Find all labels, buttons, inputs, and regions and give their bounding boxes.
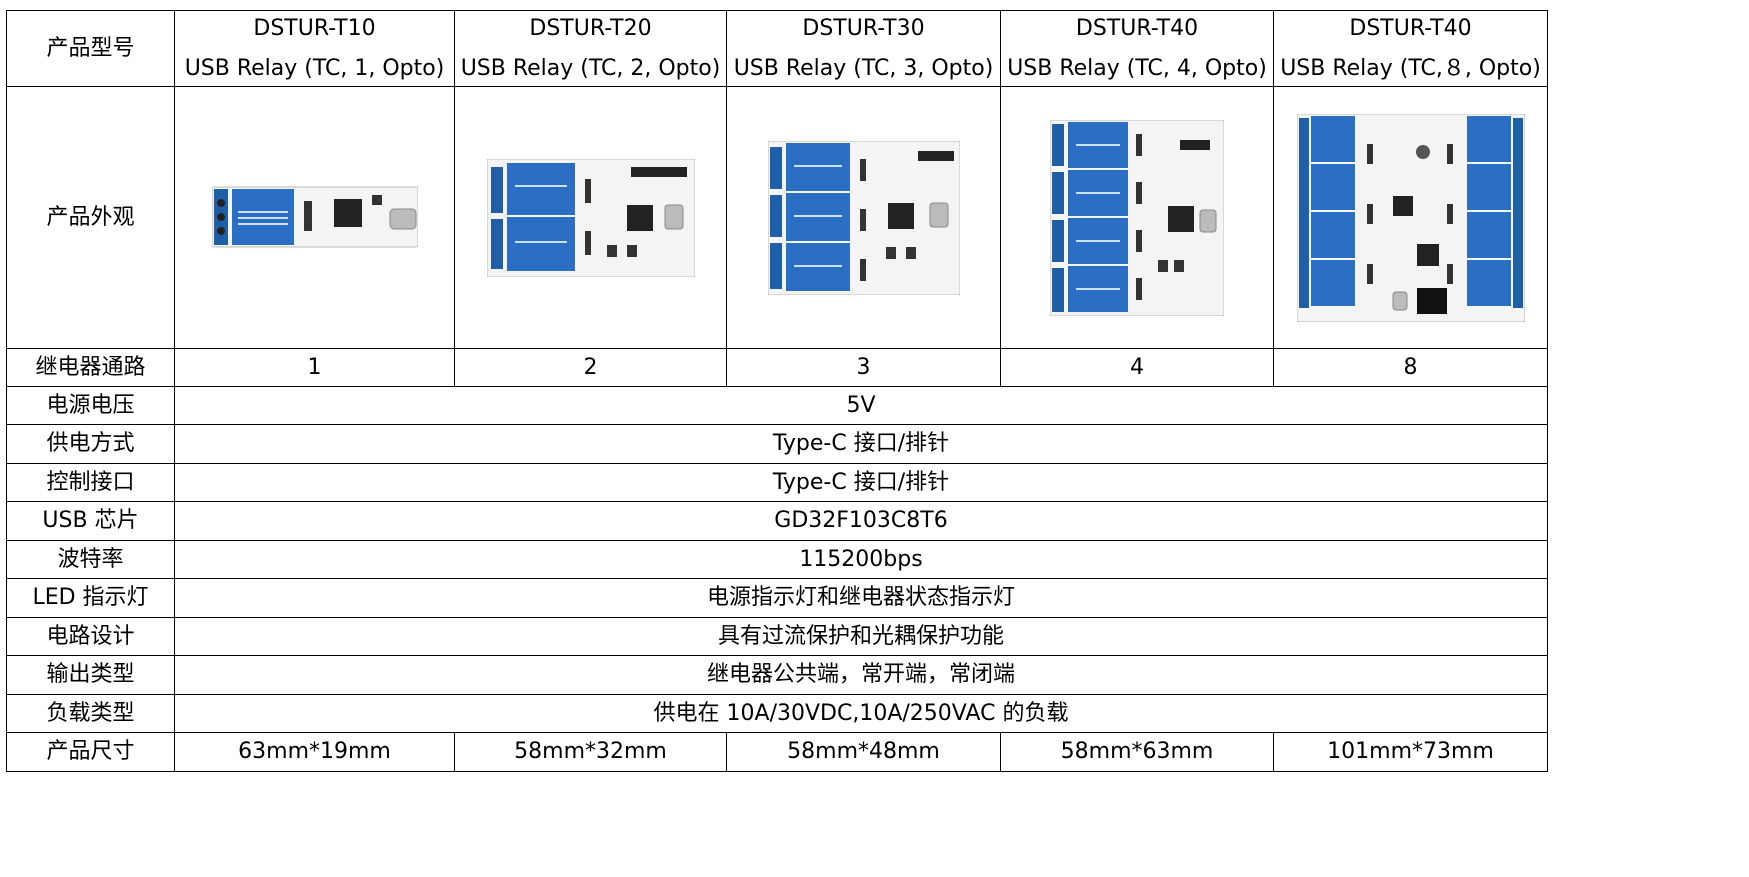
row-label-usb-chip: USB 芯片: [6, 501, 175, 541]
model-name: DSTUR-T30: [802, 16, 925, 41]
row-output-type: 输出类型 继电器公共端，常开端，常闭端: [6, 655, 1548, 695]
size-value: 58mm*32mm: [454, 732, 727, 772]
row-usb-chip: USB 芯片 GD32F103C8T6: [6, 501, 1548, 541]
row-label-model: 产品型号: [6, 10, 175, 87]
row-circuit: 电路设计 具有过流保护和光耦保护功能: [6, 617, 1548, 656]
channels-value: 1: [174, 348, 455, 387]
row-label-size: 产品尺寸: [6, 732, 175, 772]
size-value: 63mm*19mm: [174, 732, 455, 772]
row-led: LED 指示灯 电源指示灯和继电器状态指示灯: [6, 578, 1548, 618]
row-label-appearance: 产品外观: [6, 86, 175, 349]
row-voltage: 电源电压 5V: [6, 386, 1548, 425]
model-desc: USB Relay (TC,８, Opto): [1280, 55, 1541, 81]
channels-value: 4: [1000, 348, 1274, 387]
row-label-circuit: 电路设计: [6, 617, 175, 656]
octal-relay-board-image: [1296, 113, 1525, 322]
row-label-output-type: 输出类型: [6, 655, 175, 695]
model-name: DSTUR-T40: [1075, 16, 1199, 41]
output-type-value: 继电器公共端，常开端，常闭端: [174, 655, 1548, 695]
control-interface-value: Type-C 接口/排针: [174, 463, 1548, 502]
product-image-cell-2: [454, 86, 727, 349]
model-desc: USB Relay (TC, 3, Opto): [733, 55, 994, 81]
model-name: DSTUR-T20: [529, 16, 652, 41]
row-load-type: 负载类型 供电在 10A/30VDC,10A/250VAC 的负载: [6, 694, 1548, 733]
single-relay-board-image: [211, 186, 418, 247]
power-supply-value: Type-C 接口/排针: [174, 424, 1548, 464]
row-appearance: 产品外观: [6, 86, 1548, 349]
row-power-supply: 供电方式 Type-C 接口/排针: [6, 424, 1548, 464]
row-control-interface: 控制接口 Type-C 接口/排针: [6, 463, 1548, 502]
quad-relay-board-image: [1050, 119, 1224, 316]
product-image-cell-5: [1273, 86, 1548, 349]
channels-value: 3: [726, 348, 1001, 387]
triple-relay-board-image: [767, 140, 960, 295]
channels-value: 2: [454, 348, 727, 387]
baud-rate-value: 115200bps: [174, 540, 1548, 579]
size-value: 101mm*73mm: [1273, 732, 1548, 772]
model-desc: USB Relay (TC, 1, Opto): [184, 55, 445, 81]
row-label-control-interface: 控制接口: [6, 463, 175, 502]
row-label-channels: 继电器通路: [6, 348, 175, 387]
product-image-cell-3: [726, 86, 1001, 349]
model-desc: USB Relay (TC, 4, Opto): [1007, 55, 1267, 81]
usb-chip-value: GD32F103C8T6: [174, 501, 1548, 541]
size-value: 58mm*63mm: [1000, 732, 1274, 772]
channels-value: 8: [1273, 348, 1548, 387]
model-name: DSTUR-T40: [1349, 16, 1472, 41]
dual-relay-board-image: [486, 158, 695, 277]
row-baud-rate: 波特率 115200bps: [6, 540, 1548, 579]
row-label-load-type: 负载类型: [6, 694, 175, 733]
load-type-value: 供电在 10A/30VDC,10A/250VAC 的负载: [174, 694, 1548, 733]
product-image-cell-1: [174, 86, 455, 349]
model-desc: USB Relay (TC, 2, Opto): [460, 55, 721, 81]
circuit-value: 具有过流保护和光耦保护功能: [174, 617, 1548, 656]
row-label-baud-rate: 波特率: [6, 540, 175, 579]
voltage-value: 5V: [174, 386, 1548, 425]
row-label-voltage: 电源电压: [6, 386, 175, 425]
model-name: DSTUR-T10: [253, 16, 376, 41]
row-size: 产品尺寸 63mm*19mm 58mm*32mm 58mm*48mm 58mm*…: [6, 732, 1548, 772]
row-channels: 继电器通路 1 2 3 4 8: [6, 348, 1548, 387]
row-label-led: LED 指示灯: [6, 578, 175, 618]
row-label-power-supply: 供电方式: [6, 424, 175, 464]
led-value: 电源指示灯和继电器状态指示灯: [174, 578, 1548, 618]
size-value: 58mm*48mm: [726, 732, 1001, 772]
product-image-cell-4: [1000, 86, 1274, 349]
